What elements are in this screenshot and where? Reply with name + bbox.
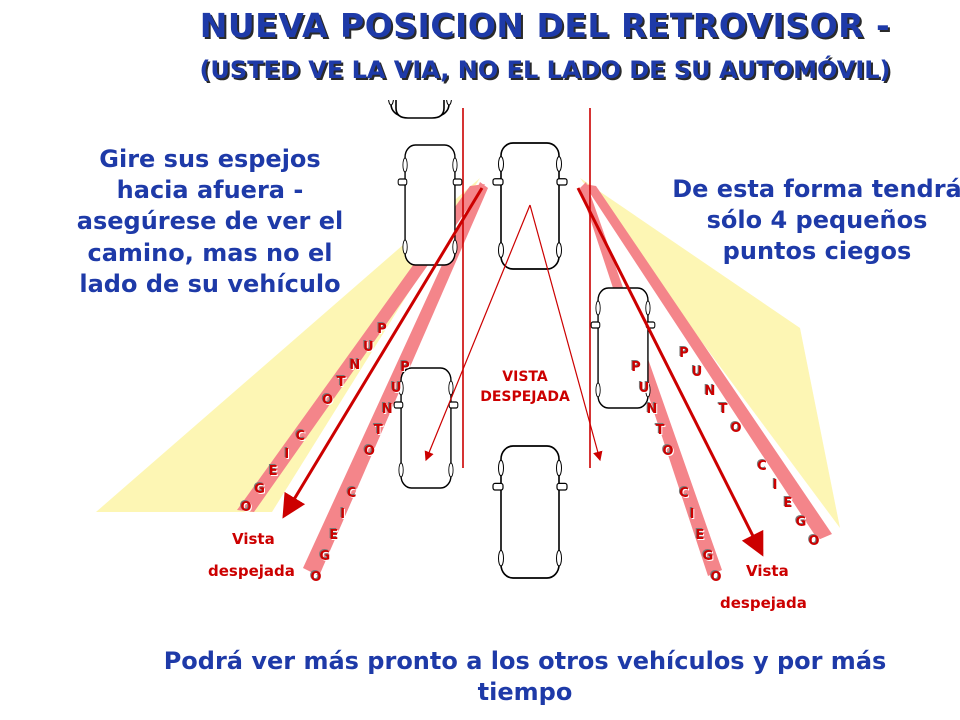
left-mirror-sightline	[282, 187, 484, 519]
car-left-lane	[397, 144, 463, 266]
title-backdrop	[380, 0, 460, 100]
page-subtitle: (USTED VE LA VIA, NO EL LADO DE SU AUTOM…	[199, 56, 891, 84]
car-right-lane	[590, 287, 656, 409]
left-clear-view-word2: despejada	[208, 562, 295, 580]
car-left-rear	[393, 367, 459, 489]
rear-view-line-right	[529, 204, 603, 462]
right-clear-view-word2: despejada	[720, 594, 807, 612]
blind-spot-wedge-left-inner	[303, 182, 488, 576]
left-instruction: Gire sus espejos hacia afuera - asegúres…	[76, 145, 344, 298]
center-clear-view-line2: DESPEJADA	[480, 388, 570, 405]
blind-spot-wedge-left-outer	[237, 184, 485, 512]
blind-spot-wedge-right-outer	[584, 184, 832, 540]
car-ahead-tail	[395, 100, 445, 119]
bottom-instruction: Podrá ver más pronto a los otros vehícul…	[163, 647, 887, 707]
left-view-field	[96, 178, 480, 512]
center-clear-view-label: VISTA DESPEJADA	[455, 368, 595, 407]
right-mirror-sightline	[576, 187, 764, 557]
right-instruction: De esta forma tendrá sólo 4 pequeños pun…	[672, 175, 960, 266]
right-clear-view-word1: Vista	[746, 562, 789, 580]
car-behind	[492, 445, 568, 579]
center-clear-view-line1: VISTA	[502, 369, 548, 385]
page-title: NUEVA POSICION DEL RETROVISOR -	[199, 6, 891, 45]
rear-view-line-left	[424, 204, 531, 462]
left-clear-view-word1: Vista	[232, 530, 275, 548]
blind-spot-wedge-right-inner	[580, 182, 722, 576]
